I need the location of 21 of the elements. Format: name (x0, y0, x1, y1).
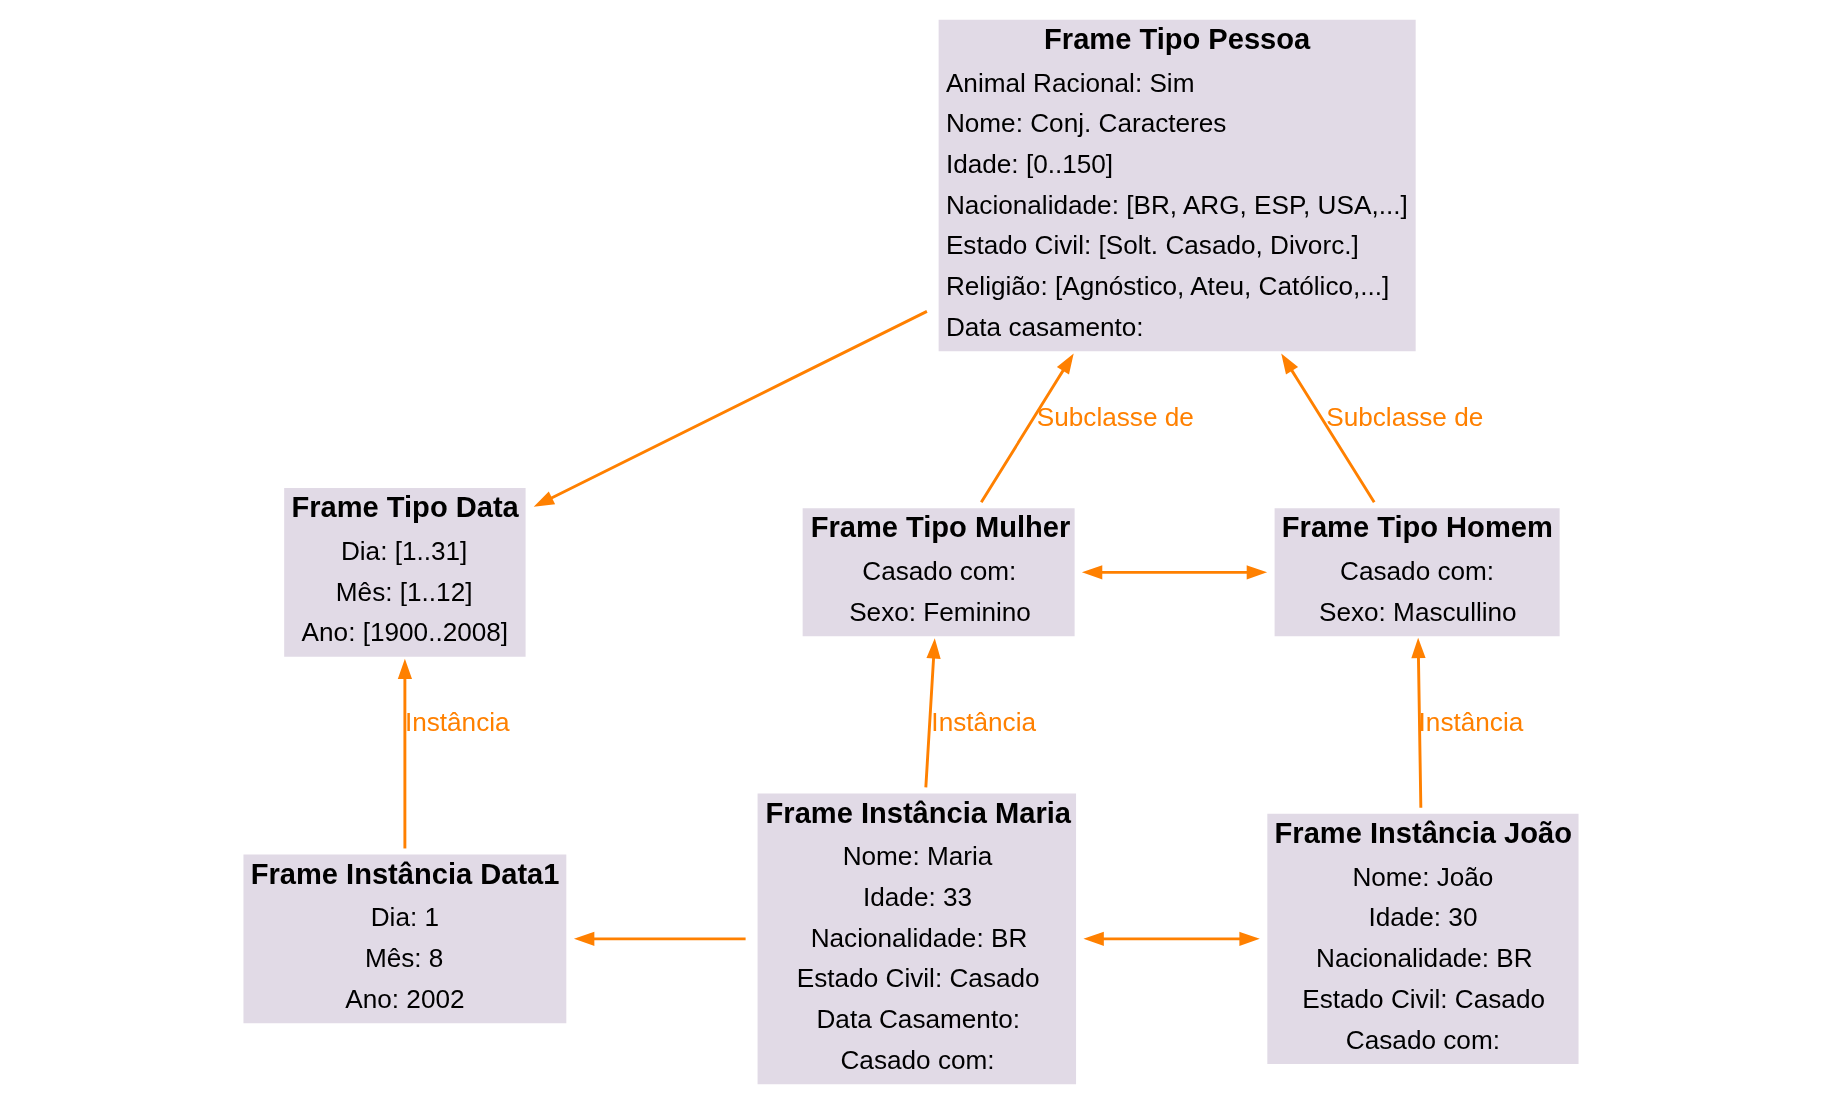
arrow (979, 353, 1074, 504)
arrow (1280, 353, 1375, 504)
edge-label: Subclasse de (1325, 402, 1483, 433)
node-box: Frame Tipo Homem Casado com: Sexo: Mascullino (1274, 508, 1560, 637)
arrow (1082, 931, 1260, 946)
edge-label: Instância (930, 707, 1036, 738)
arrow (397, 658, 412, 849)
node-box: Frame Tipo Data Dia: [1..31] Mês: [1..12] Ano: [1900..2008] (283, 488, 526, 657)
node-box: Frame Tipo Pessoa Animal Racional: Sim Nome: Conj. Caracteres Idade: [0..150] Nacionalidade: [BR, ARG, ESP, USA,...] Estado Civil: [Solt. Casado, Divorc.] Religião: [Agnóstico, Ateu, Católico,...] Data casamento: (938, 19, 1416, 352)
node-box: Frame Tipo Mulher Casado com: Sexo: Feminino (802, 508, 1075, 637)
node-box: Frame Instância João Nome: João Idade: 30 Nacionalidade: BR Estado Civil: Casado Casado com: (1266, 813, 1579, 1064)
arrow (923, 638, 941, 788)
node-box: Frame Instância Maria Nome: Maria Idade: 33 Nacionalidade: BR Estado Civil: Casado Data Casamento: Casado com: (757, 793, 1076, 1085)
arrow (573, 931, 746, 946)
arrow (533, 310, 928, 507)
edge-label: Subclasse de (1036, 402, 1194, 433)
node-box: Frame Instância Data1 Dia: 1 Mês: 8 Ano: 2002 (242, 854, 566, 1024)
edge-label: Instância (1418, 707, 1523, 738)
arrow (1081, 565, 1267, 580)
edge-label: Instância (404, 707, 510, 738)
arrow (1410, 637, 1426, 808)
